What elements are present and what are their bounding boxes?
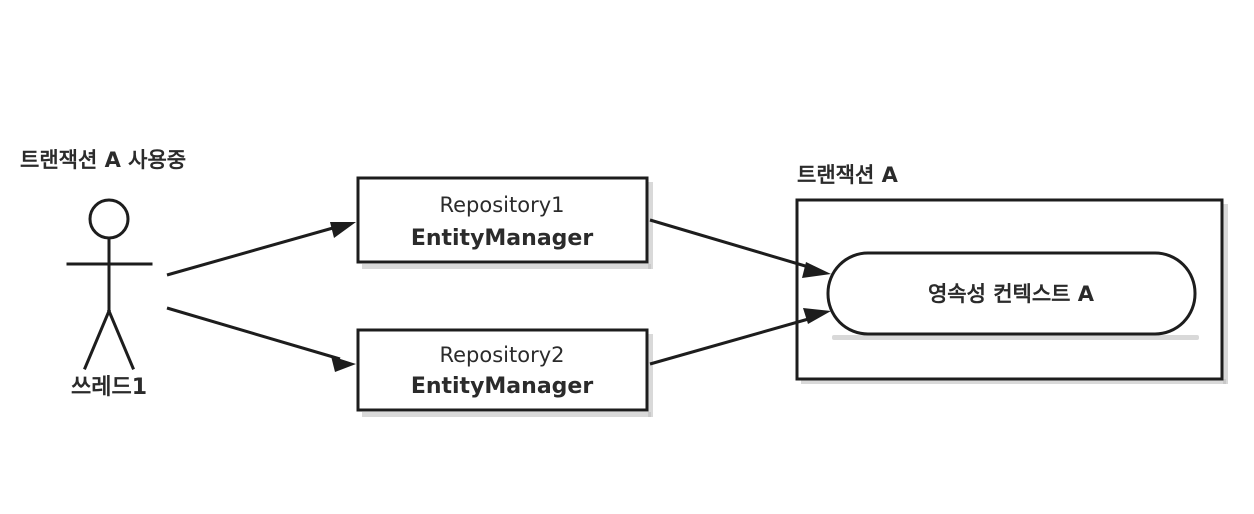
arrow-actor-to-repository1 xyxy=(166,222,356,277)
arrow-repository1-to-context xyxy=(649,218,831,278)
persistence-context-shape[interactable]: 영속성 컨텍스트 A xyxy=(826,251,1199,340)
actor-label: 쓰레드1 xyxy=(71,375,147,400)
repository2-box[interactable]: Repository2 EntityManager xyxy=(356,328,653,417)
arrow-repository2-to-context xyxy=(649,308,831,366)
repository1-top-label: Repository1 xyxy=(439,193,564,217)
stick-figure-actor-icon xyxy=(66,198,153,370)
arrow-actor-to-repository2 xyxy=(166,306,356,372)
repository2-bottom-label: EntityManager xyxy=(411,374,594,399)
repository1-box[interactable]: Repository1 EntityManager xyxy=(356,176,653,269)
repository2-top-label: Repository2 xyxy=(439,343,564,367)
right-caption-label: 트랜잭션 A xyxy=(797,163,899,187)
repository1-bottom-label: EntityManager xyxy=(411,226,594,251)
persistence-context-label: 영속성 컨텍스트 A xyxy=(928,282,1095,306)
left-caption-label: 트랜잭션 A 사용중 xyxy=(20,148,186,172)
